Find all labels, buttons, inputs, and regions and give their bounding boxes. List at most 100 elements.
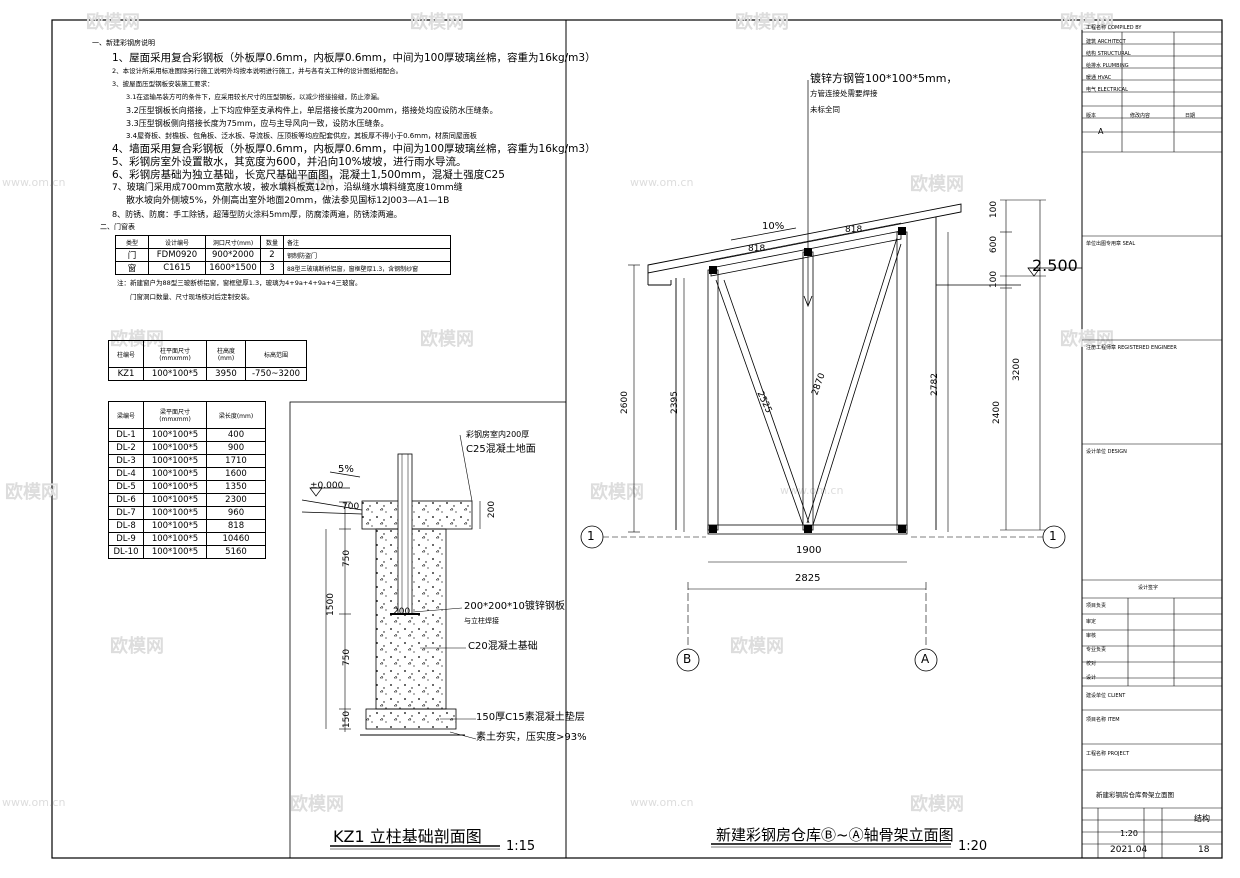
note-line: 6、彩钢房基础为独立基础，长宽尺基础平面图，混凝土1,500mm，混凝土强度C2… <box>112 169 505 181</box>
table-row: KZ1 100*100*5 3950 -750~3200 <box>108 367 307 381</box>
table-cell: 900*2000 <box>205 248 261 262</box>
date-value: 2021.04 <box>1110 845 1148 855</box>
table-header-row: 类型 设计编号 洞口尺寸(mm) 数量 备注 <box>115 235 451 249</box>
table-cell: 钢制防盗门 <box>283 248 451 262</box>
table-row: 窗 C1615 1600*1500 3 88型三玻璃断桥铝窗，窗框壁厚1.3，含… <box>115 261 451 275</box>
notes-heading: 一、新建彩钢房说明 <box>92 39 155 47</box>
table-header-cell: 洞口尺寸(mm) <box>205 235 261 249</box>
axis-label: B <box>683 652 692 666</box>
title-block-label: 项目负责 <box>1086 603 1107 609</box>
table-header-cell: 数量 <box>260 235 284 249</box>
title-block-label: 审核 <box>1086 633 1097 639</box>
table-cell: 10460 <box>206 532 266 546</box>
title-block-grid <box>1082 31 1222 858</box>
table-header-cell: 柱编号 <box>108 340 144 368</box>
title-block-label: 设计 <box>1086 675 1097 681</box>
elevation-note: 未标全同 <box>810 105 840 114</box>
title-block-label: 校对 <box>1086 661 1097 667</box>
title-block-label: 修改内容 <box>1130 113 1151 119</box>
title-block-label: 建设单位 CLIENT <box>1086 693 1126 699</box>
table-cell: 100*100*5 <box>143 480 207 494</box>
dimension-label: 2600 <box>619 391 630 414</box>
sheet-number: 18 <box>1198 845 1210 855</box>
table-cell: C1615 <box>148 261 206 275</box>
table-cell: 100*100*5 <box>143 506 207 520</box>
note-line: 8、防锈、防腐：手工除锈，超薄型防火涂料5mm厚，防腐漆两遍，防锈漆两遍。 <box>112 210 402 219</box>
table-cell: DL-5 <box>108 480 144 494</box>
axis-label: 1 <box>587 529 595 543</box>
note-line: 1、屋面采用复合彩钢板（外板厚0.6mm，内板厚0.6mm，中间为100厚玻璃丝… <box>112 52 596 64</box>
table-cell: 818 <box>206 519 266 533</box>
dimension-label: 2825 <box>795 573 821 584</box>
note-line: 3.4屋脊板、封檐板、包角板、泛水板、导流板、压顶板等均应配套供应，其板厚不得小… <box>126 132 477 140</box>
table-cell: 100*100*5 <box>143 467 207 481</box>
title-block-label: 审定 <box>1086 619 1097 625</box>
table-cell: 3 <box>260 261 284 275</box>
slope-label: 10% <box>762 221 785 232</box>
dimension-label: 100 <box>989 200 1000 219</box>
dimension-label: 100 <box>989 270 1000 289</box>
table-cell: DL-1 <box>108 428 144 442</box>
dimension-label: 750 <box>342 549 353 568</box>
dimension-label: 750 <box>342 648 353 667</box>
table-cell: KZ1 <box>108 367 144 381</box>
title-block-label: 电气 ELECTRICAL <box>1086 87 1128 93</box>
table-cell: 100*100*5 <box>143 532 207 546</box>
table-cell: 1710 <box>206 454 266 468</box>
dimension-label: 818 <box>748 244 766 254</box>
axis-label: A <box>921 652 930 666</box>
section-label: C20混凝土基础 <box>468 641 538 652</box>
note-line: 3.1在运输吊装方可的条件下，应采用较长尺寸的压型钢板，以减少搭接接缝，防止渗漏… <box>126 93 384 101</box>
title-block-label: 专业负责 <box>1086 647 1107 653</box>
table-header-cell: 类型 <box>115 235 149 249</box>
drawing-name: 新建彩钢房仓库骨架立面图 <box>1096 791 1174 799</box>
elevation-title: 新建彩钢房仓库Ⓑ~Ⓐ轴骨架立面图 <box>716 826 954 844</box>
door-window-table: 类型 设计编号 洞口尺寸(mm) 数量 备注 门 FDM0920 900*200… <box>115 235 451 275</box>
table-cell: 100*100*5 <box>143 441 207 455</box>
table-cell: 5160 <box>206 545 266 559</box>
section-label: 彩钢房室内200厚 <box>466 430 530 439</box>
dimension-label: 2395 <box>669 391 680 414</box>
table-cell: 窗 <box>115 261 149 275</box>
slope-label: 5% <box>338 464 354 475</box>
title-block-label: 设计单位 DESIGN <box>1086 449 1127 455</box>
revision-value: A <box>1098 127 1104 136</box>
dimension-label: 3200 <box>1011 358 1022 381</box>
note-line: 7、玻璃门采用成700mm宽散水坡，被水填料板宽12m，沿纵缝水填料缝宽度10m… <box>112 183 463 193</box>
table-cell: 100*100*5 <box>143 545 207 559</box>
column-table: 柱编号 柱平面尺寸(mmxmm) 柱高度(mm) 标高范围 KZ1 100*10… <box>108 340 307 381</box>
note-line: 3、披屋面压型钢板安装施工要求： <box>112 80 214 88</box>
section-scale: 1:15 <box>506 839 536 854</box>
table-row: 门 FDM0920 900*2000 2 钢制防盗门 <box>115 248 451 262</box>
table-cell: 100*100*5 <box>143 454 207 468</box>
table-cell: 400 <box>206 428 266 442</box>
note-line: 散水坡向外侧坡5%，外侧高出室外地面20mm，做法参见国标12J003—A1—1… <box>126 196 450 206</box>
table-cell: DL-10 <box>108 545 144 559</box>
door-window-note: 注：新建窗户为88型三玻断桥铝窗，窗框壁厚1.3，玻璃为4+9a+4+9a+4三… <box>117 279 362 287</box>
title-block-label: 建筑 ARCHITECT <box>1086 39 1126 45</box>
table-cell: 100*100*5 <box>143 493 207 507</box>
section-title: KZ1 立柱基础剖面图 <box>333 827 482 846</box>
table-cell: DL-3 <box>108 454 144 468</box>
section-label: 150厚C15素混凝土垫层 <box>476 712 585 723</box>
table-header-cell: 柱平面尺寸(mmxmm) <box>143 340 207 368</box>
table-header-row: 梁编号 梁平面尺寸(mmxmm) 梁长度(mm) <box>108 401 266 429</box>
dimension-label: 2400 <box>991 401 1002 424</box>
table-cell: 1600*1500 <box>205 261 261 275</box>
table-cell: 900 <box>206 441 266 455</box>
table-cell: 1350 <box>206 480 266 494</box>
title-block-label: 暖通 HVAC <box>1086 75 1112 81</box>
title-block-label: 版本 <box>1086 113 1097 119</box>
door-window-heading: 二、门窗表 <box>100 223 135 231</box>
dimension-label: 2782 <box>929 373 940 396</box>
table-cell: 1600 <box>206 467 266 481</box>
note-line: 5、彩钢房室外设置散水，其宽度为600，并沿向10%坡坡，进行雨水导流。 <box>112 156 467 168</box>
section-label: 200*200*10镀锌钢板 <box>464 601 565 612</box>
